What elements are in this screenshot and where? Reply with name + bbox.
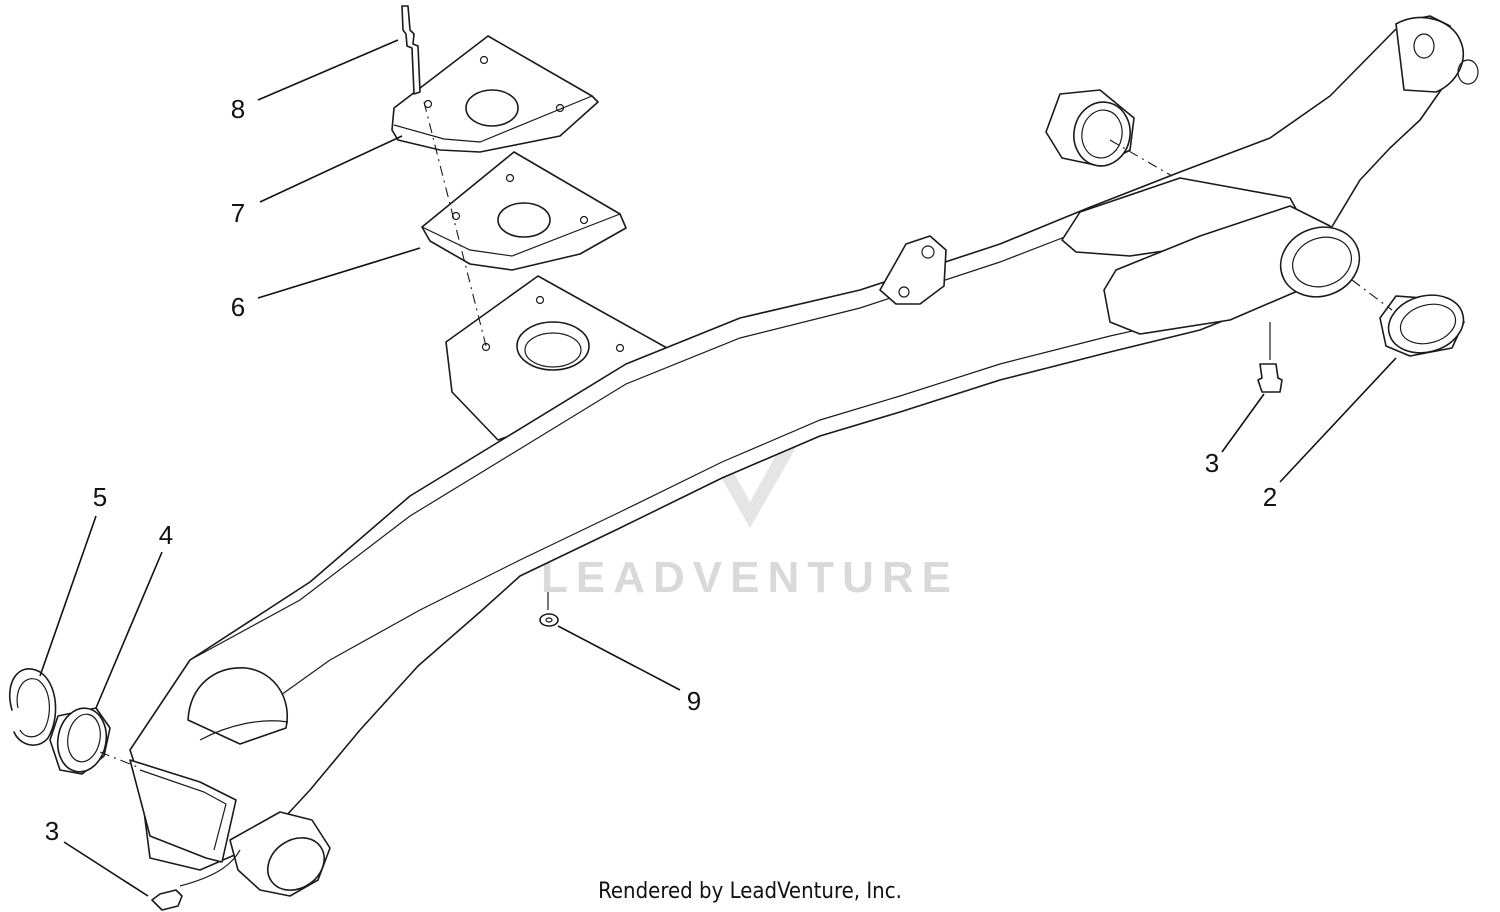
callout-8: 8 bbox=[231, 94, 245, 124]
plate-alignment-line bbox=[423, 101, 487, 347]
callout-2: 2 bbox=[1263, 482, 1277, 512]
leader-9 bbox=[557, 625, 681, 691]
callout-7: 7 bbox=[231, 198, 245, 228]
bushing-part-2 bbox=[1379, 294, 1465, 357]
leader-3b bbox=[1221, 393, 1265, 453]
boom-pivot-yoke bbox=[1061, 16, 1479, 335]
rendered-by-footer: Rendered by LeadVenture, Inc. bbox=[598, 879, 902, 904]
callout-labels: 8 7 6 5 4 3 3 2 9 bbox=[45, 94, 1277, 846]
callout-3-right: 3 bbox=[1205, 448, 1219, 478]
leader-7 bbox=[259, 135, 403, 203]
callout-leaders bbox=[39, 39, 1397, 897]
bushing-upper bbox=[1045, 89, 1135, 167]
bushing-2-alignment-line bbox=[1351, 279, 1393, 311]
plate-part-7 bbox=[391, 35, 599, 153]
leader-4 bbox=[95, 551, 163, 709]
end-alignment-line bbox=[99, 751, 141, 769]
snap-ring-part-5 bbox=[8, 668, 57, 746]
grease-fitting-part-3-left bbox=[151, 849, 241, 911]
callout-6: 6 bbox=[231, 292, 245, 322]
boom-tab-bracket bbox=[879, 235, 947, 305]
leader-8 bbox=[257, 39, 399, 101]
grease-fitting-part-3-right bbox=[1257, 322, 1283, 393]
callout-5: 5 bbox=[93, 482, 107, 512]
callout-9: 9 bbox=[687, 686, 701, 716]
leader-3a bbox=[63, 841, 149, 897]
leader-5 bbox=[39, 515, 97, 677]
leader-2 bbox=[1279, 357, 1397, 483]
bushing-part-4 bbox=[49, 707, 111, 775]
leader-6 bbox=[257, 247, 421, 299]
yoke-bushing bbox=[1279, 226, 1361, 298]
washer-part-9 bbox=[539, 592, 559, 627]
callout-3-left: 3 bbox=[45, 816, 59, 846]
bushing-alignment-line bbox=[1109, 139, 1173, 177]
pin-part-8 bbox=[401, 5, 421, 95]
callout-4: 4 bbox=[159, 520, 173, 550]
boom-arm bbox=[129, 15, 1459, 897]
watermark-text: LEADVENTURE bbox=[541, 553, 959, 602]
plate-part-6 bbox=[421, 151, 627, 271]
